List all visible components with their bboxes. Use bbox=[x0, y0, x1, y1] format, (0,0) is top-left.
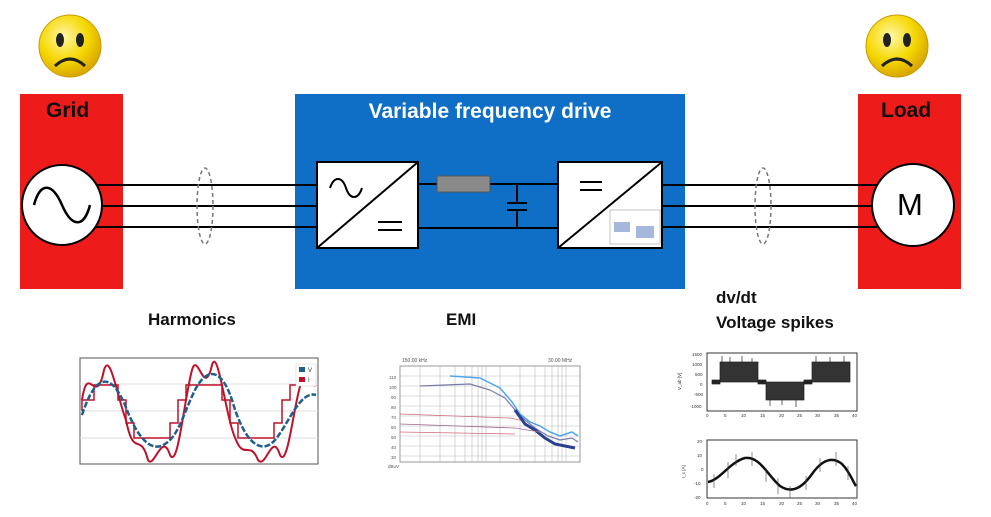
svg-text:1500: 1500 bbox=[692, 352, 703, 357]
svg-text:0: 0 bbox=[701, 467, 704, 472]
svg-text:-500: -500 bbox=[694, 392, 704, 397]
sine-source-icon bbox=[21, 164, 103, 246]
svg-text:20: 20 bbox=[779, 501, 785, 506]
harmonic-voltage-wave bbox=[80, 372, 317, 448]
svg-text:I_c [A]: I_c [A] bbox=[681, 465, 686, 478]
svg-text:15: 15 bbox=[760, 413, 766, 418]
legend-i: I bbox=[308, 378, 310, 384]
svg-text:5: 5 bbox=[724, 413, 727, 418]
svg-text:20: 20 bbox=[697, 439, 703, 444]
dvdt-label: dv/dt bbox=[716, 288, 757, 307]
svg-text:35: 35 bbox=[834, 501, 840, 506]
svg-text:30: 30 bbox=[815, 413, 821, 418]
svg-text:0: 0 bbox=[706, 501, 709, 506]
svg-text:30: 30 bbox=[391, 455, 397, 460]
svg-text:500: 500 bbox=[695, 372, 703, 377]
svg-text:40: 40 bbox=[852, 413, 858, 418]
svg-text:110: 110 bbox=[389, 375, 397, 380]
voltage-spikes-label: Voltage spikes bbox=[716, 313, 834, 332]
svg-text:10: 10 bbox=[741, 413, 747, 418]
harmonics-label: Harmonics bbox=[148, 310, 236, 329]
svg-text:20: 20 bbox=[779, 413, 785, 418]
motor-label: M bbox=[897, 187, 923, 222]
svg-text:25: 25 bbox=[797, 501, 803, 506]
grid-title: Grid bbox=[46, 99, 90, 122]
svg-text:50: 50 bbox=[391, 435, 397, 440]
svg-text:30: 30 bbox=[815, 501, 821, 506]
svg-text:10: 10 bbox=[741, 501, 747, 506]
inverter-icon bbox=[557, 161, 663, 249]
svg-text:dBuV: dBuV bbox=[388, 464, 399, 469]
svg-text:60: 60 bbox=[391, 425, 397, 430]
motor-icon bbox=[871, 163, 955, 247]
svg-text:70: 70 bbox=[391, 415, 397, 420]
inductor-icon bbox=[436, 175, 491, 193]
vfd-title: Variable frequency drive bbox=[368, 100, 612, 123]
emi-label: EMI bbox=[446, 310, 477, 329]
svg-text:V_ab [V]: V_ab [V] bbox=[677, 373, 682, 390]
svg-text:30.00 MHz: 30.00 MHz bbox=[548, 358, 573, 364]
svg-text:35: 35 bbox=[834, 413, 840, 418]
svg-text:150.00 kHz: 150.00 kHz bbox=[402, 358, 428, 364]
svg-text:-20: -20 bbox=[694, 495, 701, 500]
svg-text:1000: 1000 bbox=[692, 362, 703, 367]
svg-text:40: 40 bbox=[391, 445, 397, 450]
svg-text:100: 100 bbox=[389, 385, 397, 390]
svg-text:-1000: -1000 bbox=[690, 404, 702, 409]
svg-text:0: 0 bbox=[706, 413, 709, 418]
svg-text:15: 15 bbox=[760, 501, 766, 506]
svg-text:80: 80 bbox=[391, 405, 397, 410]
svg-text:0: 0 bbox=[700, 382, 703, 387]
legend-v: V bbox=[308, 368, 312, 374]
svg-text:-10: -10 bbox=[694, 481, 701, 486]
cable-bundle-icon bbox=[196, 167, 772, 245]
svg-text:40: 40 bbox=[852, 501, 858, 506]
svg-text:5: 5 bbox=[724, 501, 727, 506]
load-title: Load bbox=[881, 99, 932, 122]
svg-text:25: 25 bbox=[797, 413, 803, 418]
harmonic-current-wave bbox=[81, 360, 317, 463]
rectifier-icon bbox=[316, 161, 419, 249]
svg-text:90: 90 bbox=[391, 395, 397, 400]
svg-text:10: 10 bbox=[697, 453, 703, 458]
